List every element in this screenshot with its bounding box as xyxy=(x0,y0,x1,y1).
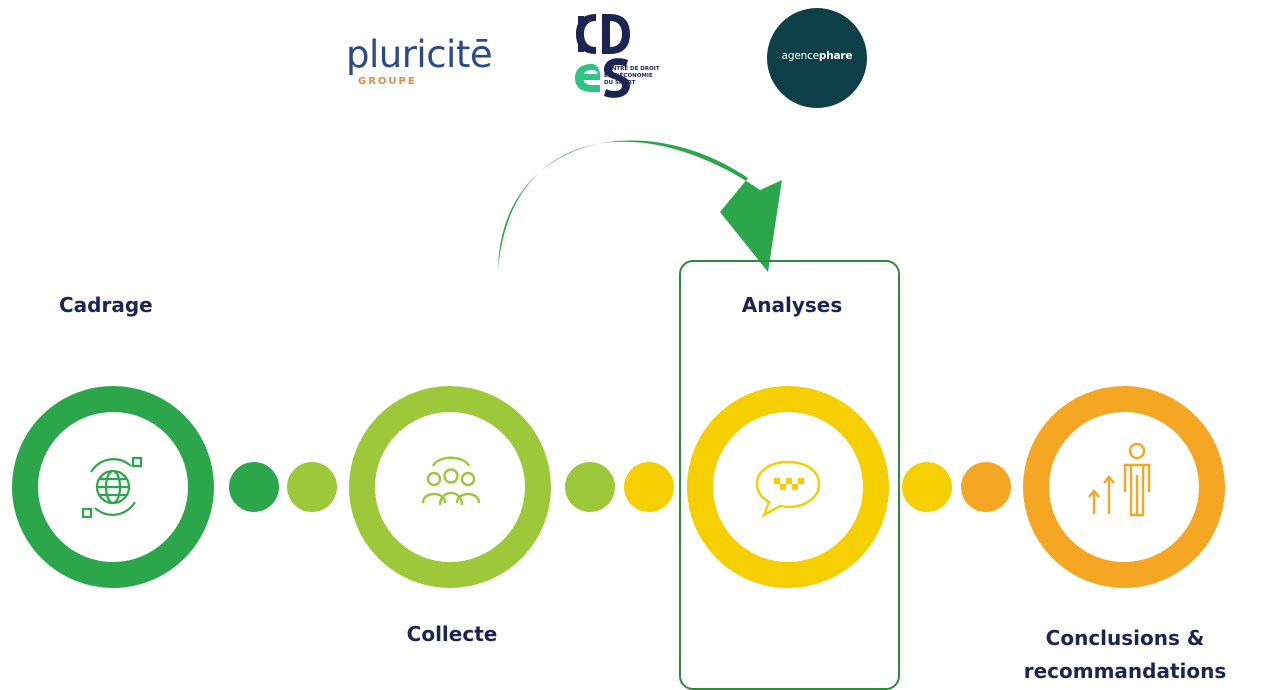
pluricite-subtitle: GROUPE xyxy=(358,76,417,87)
agencephare-wordmark: agencephare xyxy=(767,50,867,62)
connector-dot xyxy=(287,462,337,512)
connector-dot xyxy=(902,462,952,512)
cdes-logo: CENTRE DE DROIT ET D'ÉCONOMIE DU SPORT xyxy=(566,4,686,114)
group-people-icon xyxy=(421,456,481,506)
connector-dot xyxy=(565,462,615,512)
curved-arrow-icon xyxy=(498,140,782,272)
stage-ring-collecte xyxy=(349,386,551,588)
pluricite-logo: pluricitē GROUPE xyxy=(346,14,506,94)
stage-label-collecte: Collecte xyxy=(406,622,498,646)
stage-ring-cadrage xyxy=(12,386,214,588)
connector-dot xyxy=(229,462,279,512)
connector-dot xyxy=(624,462,674,512)
stage-ring-conclusions xyxy=(1023,386,1225,588)
globe-network-icon xyxy=(81,456,143,519)
agencephare-logo: agencephare xyxy=(767,8,867,108)
stage-label-conclusions: Conclusions & recommandations xyxy=(1023,626,1227,683)
agencephare-light: agence xyxy=(781,50,819,62)
cdes-subtitle: CENTRE DE DROIT ET D'ÉCONOMIE DU SPORT xyxy=(604,66,660,86)
stage-ring-analyses xyxy=(687,386,889,588)
analyses-highlight-box xyxy=(679,260,900,690)
cdes-monogram-icon xyxy=(575,14,630,98)
stage-label-analyses: Analyses xyxy=(741,293,843,317)
agencephare-bold: phare xyxy=(818,50,853,62)
growth-person-icon xyxy=(1088,442,1151,517)
stage-label-cadrage: Cadrage xyxy=(59,293,153,317)
pluricite-wordmark: pluricitē xyxy=(346,33,493,76)
chat-bubble-icon xyxy=(755,460,821,518)
connector-dot xyxy=(961,462,1011,512)
